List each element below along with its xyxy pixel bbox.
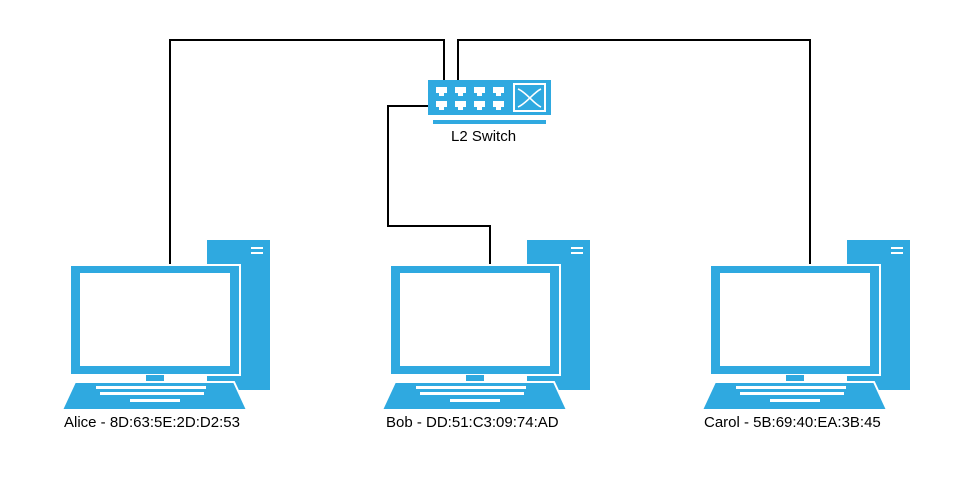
host-carol — [700, 240, 910, 411]
desktop-computer-icon — [380, 240, 590, 411]
host-label-carol: Carol - 5B:69:40:EA:3B:45 — [704, 414, 881, 431]
connections — [169, 39, 811, 265]
desktop-computer-icon — [700, 240, 910, 411]
link-carol-switch — [457, 39, 811, 265]
host-bob — [380, 240, 590, 411]
link-bob-switch — [387, 105, 491, 265]
host-label-alice: Alice - 8D:63:5E:2D:D2:53 — [64, 414, 240, 431]
switch-icon — [428, 80, 551, 124]
host-label-bob: Bob - DD:51:C3:09:74:AD — [386, 414, 559, 431]
link-alice-switch — [169, 39, 445, 265]
desktop-computer-icon — [60, 240, 270, 411]
host-alice — [60, 240, 270, 411]
switch-label: L2 Switch — [451, 128, 517, 145]
